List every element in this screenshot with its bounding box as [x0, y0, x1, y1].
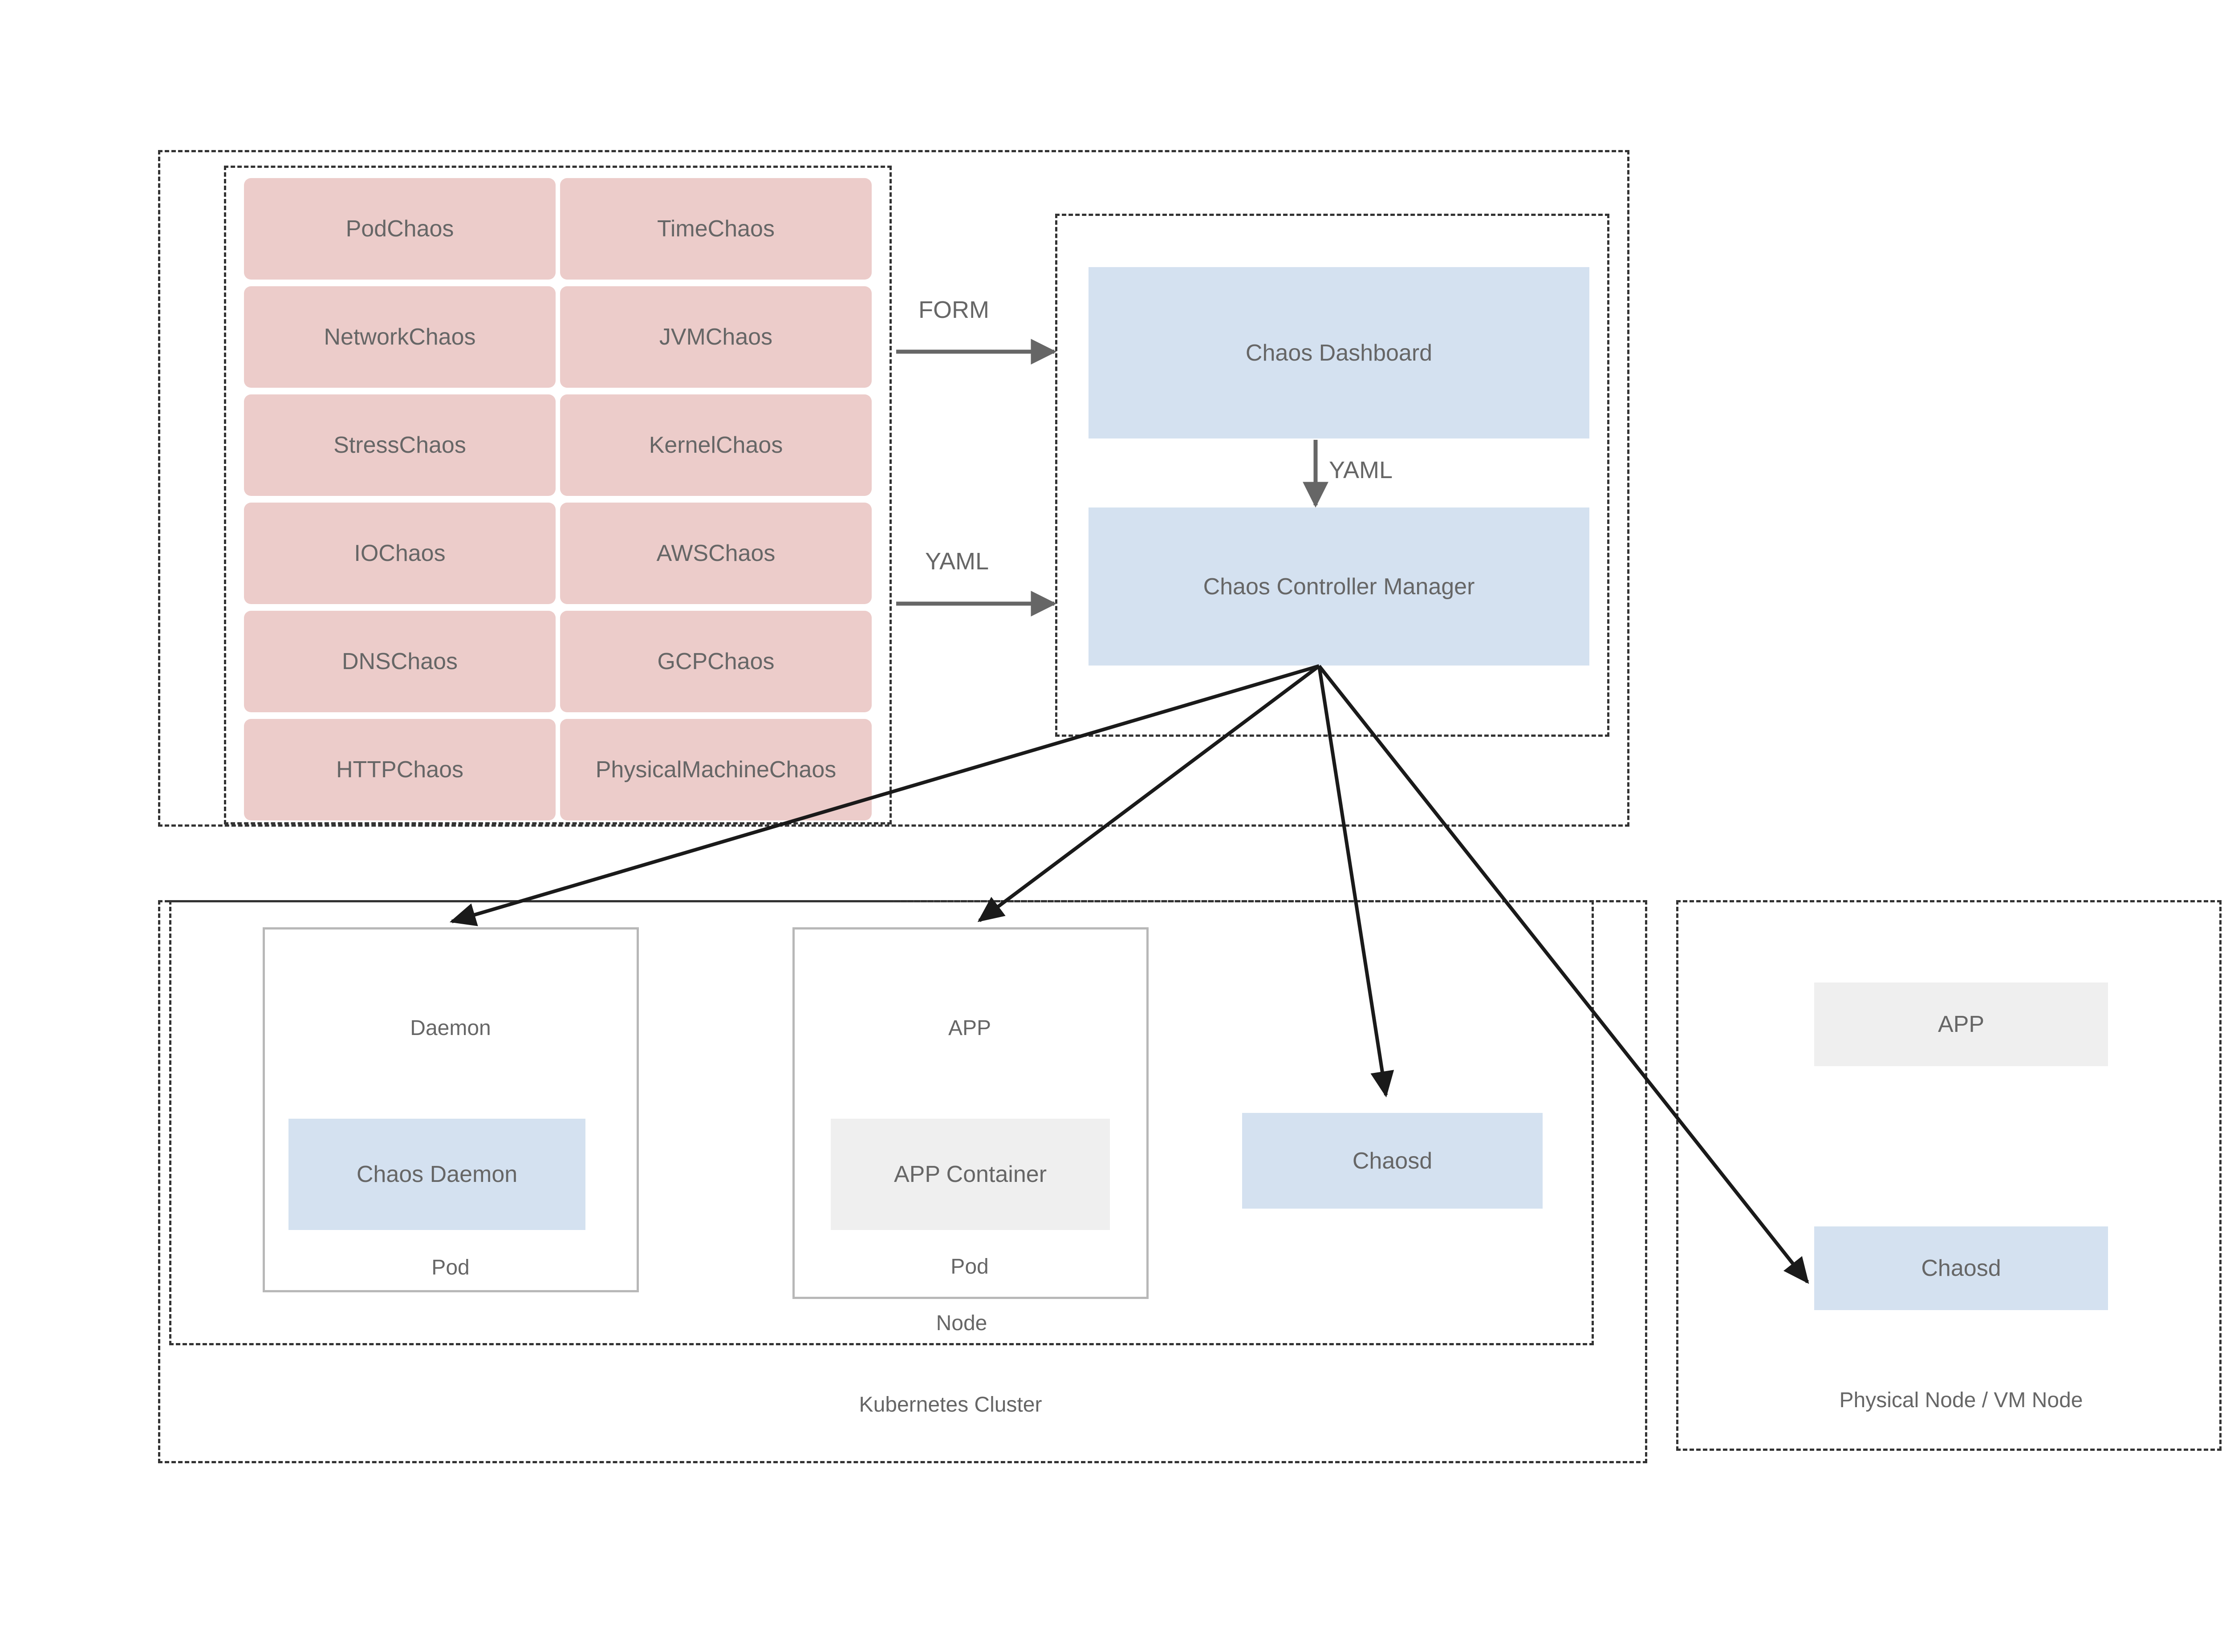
chaos-type-box[interactable]: StressChaos [244, 394, 556, 496]
chaos-type-label: DNSChaos [341, 649, 458, 674]
chaos-type-box[interactable]: IOChaos [244, 503, 556, 604]
chaos-type-box[interactable]: KernelChaos [560, 394, 872, 496]
chaos-type-box[interactable]: TimeChaos [560, 178, 872, 280]
app-pod-title: APP [948, 1016, 991, 1040]
controller-to-app-pod-arrow [977, 664, 1320, 922]
physical-node-chaosd-box[interactable]: Chaosd [1814, 1226, 2108, 1310]
chaos-type-label: PodChaos [345, 216, 454, 242]
chaos-type-box[interactable]: DNSChaos [244, 611, 556, 712]
chaos-type-label: JVMChaos [659, 324, 773, 350]
chaos-type-label: TimeChaos [657, 216, 775, 242]
chaos-type-box[interactable]: JVMChaos [560, 286, 872, 388]
chaos-type-box[interactable]: PhysicalMachineChaos [560, 719, 872, 820]
chaos-type-label: HTTPChaos [336, 757, 464, 783]
chaos-type-label: StressChaos [333, 432, 466, 458]
chaos-controller-manager-label: Chaos Controller Manager [1203, 573, 1475, 600]
chaos-type-label: IOChaos [354, 540, 446, 566]
daemon-pod-box[interactable] [263, 927, 639, 1292]
yaml-internal-label: YAML [1329, 457, 1393, 483]
chaosd-cluster-label: Chaosd [1352, 1148, 1433, 1174]
node-boundary [169, 900, 1594, 1345]
chaos-type-label: KernelChaos [649, 432, 783, 458]
physical-node-chaosd-label: Chaosd [1921, 1255, 2001, 1281]
chaos-type-label: PhysicalMachineChaos [595, 757, 837, 783]
app-pod-box[interactable] [792, 927, 1149, 1299]
chaos-type-box[interactable]: PodChaos [244, 178, 556, 280]
app-pod-caption: Pod [951, 1255, 989, 1279]
chaos-type-box[interactable]: GCPChaos [560, 611, 872, 712]
chaos-control-plane-boundary [1055, 214, 1609, 737]
daemon-pod-caption: Pod [431, 1256, 470, 1279]
control-plane-region-boundary [158, 150, 1629, 827]
physical-node-caption: Physical Node / VM Node [1839, 1388, 2083, 1412]
chaos-daemon-label: Chaos Daemon [356, 1161, 518, 1187]
controller-to-chaosd-physical-arrow [1317, 665, 1809, 1284]
controller-to-chaosd-cluster-arrow [1317, 666, 1394, 1098]
yaml-input-label: YAML [925, 548, 989, 575]
physical-node-boundary [1676, 900, 2222, 1451]
chaos-type-label: AWSChaos [656, 540, 776, 566]
app-container-label: APP Container [894, 1161, 1047, 1187]
chaos-daemon-box[interactable]: Chaos Daemon [288, 1119, 585, 1230]
daemon-pod-title: Daemon [410, 1016, 491, 1040]
chaos-type-box[interactable]: NetworkChaos [244, 286, 556, 388]
node-caption: Node [936, 1311, 987, 1335]
form-label: FORM [918, 296, 989, 323]
app-container-box[interactable]: APP Container [831, 1119, 1110, 1230]
chaos-type-label: NetworkChaos [324, 324, 476, 350]
chaos-type-box[interactable]: AWSChaos [560, 503, 872, 604]
chaos-dashboard-box[interactable]: Chaos Dashboard [1089, 267, 1589, 438]
chaos-types-boundary [224, 166, 892, 824]
physical-node-app-box[interactable]: APP [1814, 982, 2108, 1066]
kubernetes-cluster-caption: Kubernetes Cluster [859, 1393, 1042, 1417]
physical-node-app-label: APP [1938, 1011, 1985, 1037]
chaos-type-box[interactable]: HTTPChaos [244, 719, 556, 820]
chaos-type-label: GCPChaos [657, 649, 775, 674]
chaos-controller-manager-box[interactable]: Chaos Controller Manager [1089, 507, 1589, 666]
controller-to-chaos-daemon-arrow [449, 664, 1320, 926]
chaosd-cluster-box[interactable]: Chaosd [1242, 1113, 1543, 1209]
chaos-dashboard-label: Chaos Dashboard [1245, 340, 1433, 366]
